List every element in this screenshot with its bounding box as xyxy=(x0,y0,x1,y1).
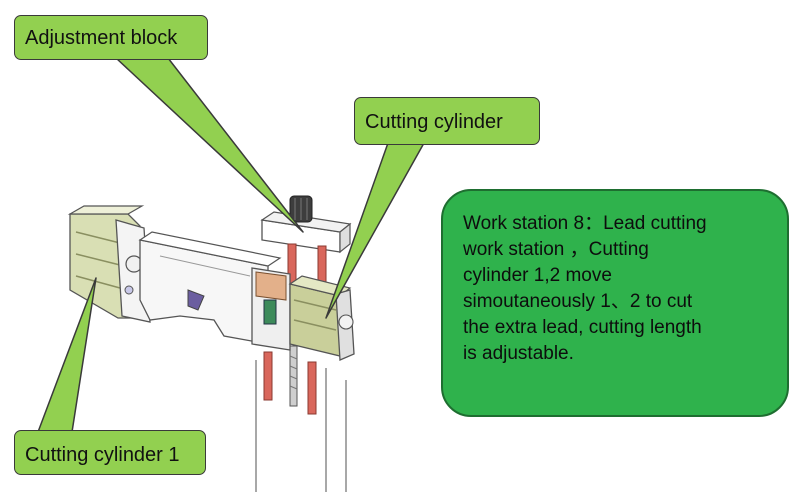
description-line: cylinder 1,2 move xyxy=(463,265,612,286)
cutting-cylinder-1-label: Cutting cylinder 1 xyxy=(14,430,206,475)
description-line: the extra lead, cutting length xyxy=(463,317,702,338)
description-line: Work station 8：Lead cutting xyxy=(463,213,707,234)
adjustment-block xyxy=(260,195,352,254)
workstation-description-box: Work station 8：Lead cutting work station… xyxy=(441,189,789,417)
cutting-cylinder-body xyxy=(288,275,355,361)
description-line: is adjustable. xyxy=(463,343,574,364)
pointer-adjustment-block xyxy=(115,57,304,233)
lead-screw xyxy=(289,345,298,407)
description-line: work station ，Cutting xyxy=(463,239,649,260)
cutting-cylinder-label: Cutting cylinder xyxy=(354,97,540,145)
base-plate xyxy=(255,360,347,492)
pointer-cutting-cylinder-1 xyxy=(37,277,97,433)
adjustment-block-label: Adjustment block xyxy=(14,15,208,60)
guide-rods xyxy=(263,243,327,415)
middle-carriage xyxy=(251,267,291,351)
description-line: simoutaneously 1、2 to cut xyxy=(463,291,693,312)
